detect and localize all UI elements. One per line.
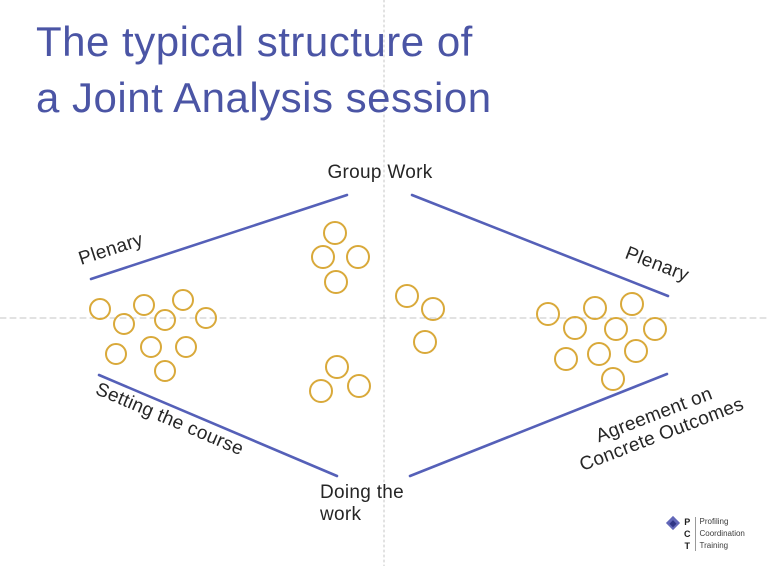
dot-plenary-right-cluster	[583, 296, 607, 320]
logo-word-profiling: Profiling	[699, 517, 729, 526]
logo-word-coordination: Coordination	[699, 529, 745, 538]
logo-words: Profiling Coordination Training	[700, 516, 745, 552]
logo-letter-p: P	[684, 517, 691, 527]
dot-plenary-left-cluster	[133, 294, 155, 316]
dot-doing-the-work-cluster	[325, 355, 349, 379]
dot-plenary-right-cluster	[601, 367, 625, 391]
dot-center-cluster	[413, 330, 437, 354]
label-group-work: Group Work	[327, 162, 433, 183]
dot-plenary-left-cluster	[195, 307, 217, 329]
logo-word-training: Training	[699, 541, 729, 550]
dot-center-cluster	[421, 297, 445, 321]
title-line-1: The typical structure of	[36, 18, 473, 65]
dot-center-cluster	[395, 284, 419, 308]
dot-plenary-left-cluster	[140, 336, 162, 358]
dot-group-work-cluster	[324, 270, 348, 294]
dot-plenary-left-cluster	[89, 298, 111, 320]
dot-group-work-cluster	[323, 221, 347, 245]
edge-doing-to-agreement	[408, 372, 669, 478]
dot-plenary-right-cluster	[624, 339, 648, 363]
dot-doing-the-work-cluster	[347, 374, 371, 398]
dot-group-work-cluster	[346, 245, 370, 269]
title-line-2: a Joint Analysis session	[36, 74, 492, 121]
pct-logo: P C T Profiling Coordination Training	[665, 515, 745, 552]
logo-letter-t: T	[684, 541, 691, 551]
dot-plenary-right-cluster	[587, 342, 611, 366]
dot-plenary-right-cluster	[554, 347, 578, 371]
page-title: The typical structure of a Joint Analysi…	[36, 14, 492, 126]
edge-setting-the-course-to-doing	[97, 373, 339, 478]
dot-doing-the-work-cluster	[309, 379, 333, 403]
label-doing-line-1: Doing the	[320, 482, 405, 503]
dot-plenary-left-cluster	[172, 289, 194, 311]
label-doing-the-work: Doing the work	[320, 482, 404, 526]
dot-plenary-left-cluster	[105, 343, 127, 365]
label-doing-line-2: work	[320, 504, 362, 525]
logo-letters: P C T	[684, 516, 691, 552]
edge-group-work-to-plenary-right	[410, 193, 670, 298]
dot-plenary-right-cluster	[643, 317, 667, 341]
dot-plenary-right-cluster	[536, 302, 560, 326]
dot-plenary-right-cluster	[604, 317, 628, 341]
dot-plenary-right-cluster	[620, 292, 644, 316]
dot-plenary-right-cluster	[563, 316, 587, 340]
edge-plenary-left-to-group-work	[89, 193, 349, 281]
dot-plenary-left-cluster	[154, 360, 176, 382]
logo-divider	[694, 517, 696, 551]
dot-plenary-left-cluster	[113, 313, 135, 335]
logo-letter-c: C	[684, 529, 691, 539]
dot-plenary-left-cluster	[175, 336, 197, 358]
dot-plenary-left-cluster	[154, 309, 176, 331]
pct-diamond-icon	[665, 515, 681, 531]
dot-group-work-cluster	[311, 245, 335, 269]
